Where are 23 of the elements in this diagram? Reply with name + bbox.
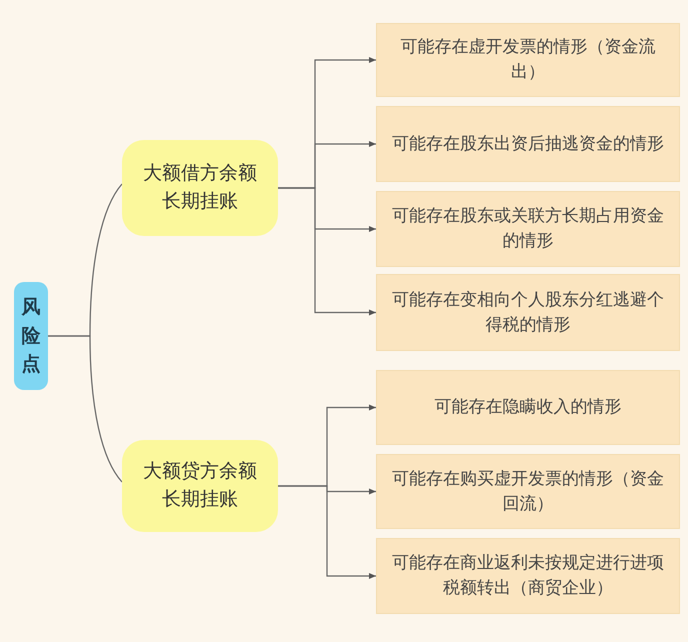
leaf-topic-box <box>376 274 680 351</box>
leaf-topic-box <box>376 191 680 267</box>
leaf-topic-box <box>376 370 680 445</box>
topic-text: 可能存在股东或关联方长期占用资金的情形 <box>391 205 665 253</box>
root-topic-box <box>14 282 48 390</box>
topic-text: 可能存在变相向个人股东分红逃避个得税的情形 <box>391 288 665 336</box>
topic-text: 可能存在购买虚开发票的情形（资金回流） <box>391 468 665 516</box>
topic-text: 大额借方余额长期挂账 <box>142 161 258 214</box>
topic-text: 大额贷方余额长期挂账 <box>142 459 258 512</box>
topic-text: 风险点 <box>22 295 40 378</box>
leaf-topic-box <box>376 538 680 614</box>
branch-topic-box <box>122 140 278 236</box>
leaf-topic-box <box>376 106 680 182</box>
branch-topic-box <box>122 440 278 532</box>
topic-text: 可能存在股东出资后抽逃资金的情形 <box>392 132 664 156</box>
leaf-topic-box <box>376 454 680 529</box>
leaf-topic-box <box>376 23 680 97</box>
topic-text: 可能存在隐瞒收入的情形 <box>434 396 622 420</box>
topic-text: 可能存在商业返利未按规定进行进项税额转出（商贸企业） <box>391 552 665 600</box>
connector <box>278 485 376 579</box>
connector <box>278 187 376 316</box>
connector <box>48 335 122 482</box>
topic-text: 可能存在虚开发票的情形（资金流出） <box>400 36 656 84</box>
